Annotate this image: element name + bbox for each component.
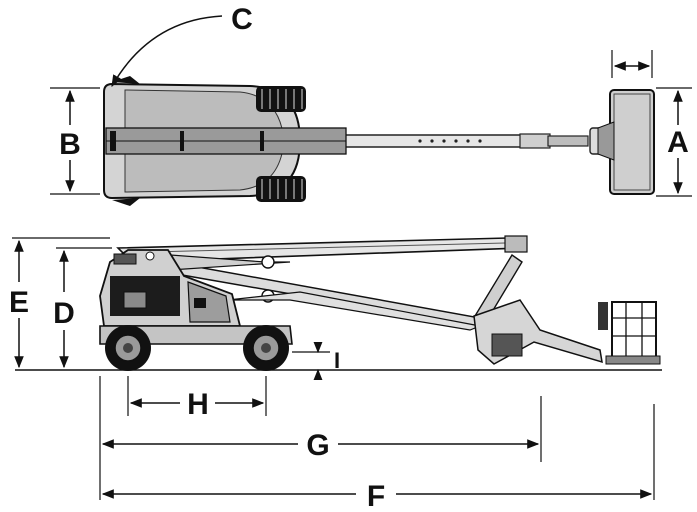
label-h: H (187, 388, 209, 421)
dimension-b (50, 87, 100, 195)
label-e: E (9, 286, 29, 319)
label-f: F (367, 480, 385, 512)
label-c: C (231, 3, 253, 36)
label-d: D (53, 297, 75, 330)
side-view: E D I H G (9, 235, 662, 512)
dimension-h (127, 376, 267, 416)
dimension-a (656, 87, 692, 197)
side-view-platform (611, 301, 657, 361)
side-view-front-wheel (243, 325, 289, 371)
dimension-f (101, 404, 655, 500)
top-view-boom-holes (418, 139, 482, 143)
dimension-g (99, 376, 542, 500)
dimension-d (56, 247, 112, 369)
top-view-wheel-front-left (256, 86, 306, 112)
dimension-c-arc (111, 15, 223, 88)
dimension-basket-depth (611, 50, 653, 78)
label-a: A (667, 126, 689, 159)
label-g: G (306, 429, 329, 462)
label-b: B (59, 128, 81, 161)
label-i: I (334, 348, 340, 373)
dimension-i (292, 341, 330, 381)
side-view-rear-wheel (105, 325, 151, 371)
dimension-e (12, 237, 110, 369)
top-view-platform (609, 89, 655, 195)
top-view-wheel-front-right (256, 176, 306, 202)
top-view: A B C (50, 3, 692, 206)
